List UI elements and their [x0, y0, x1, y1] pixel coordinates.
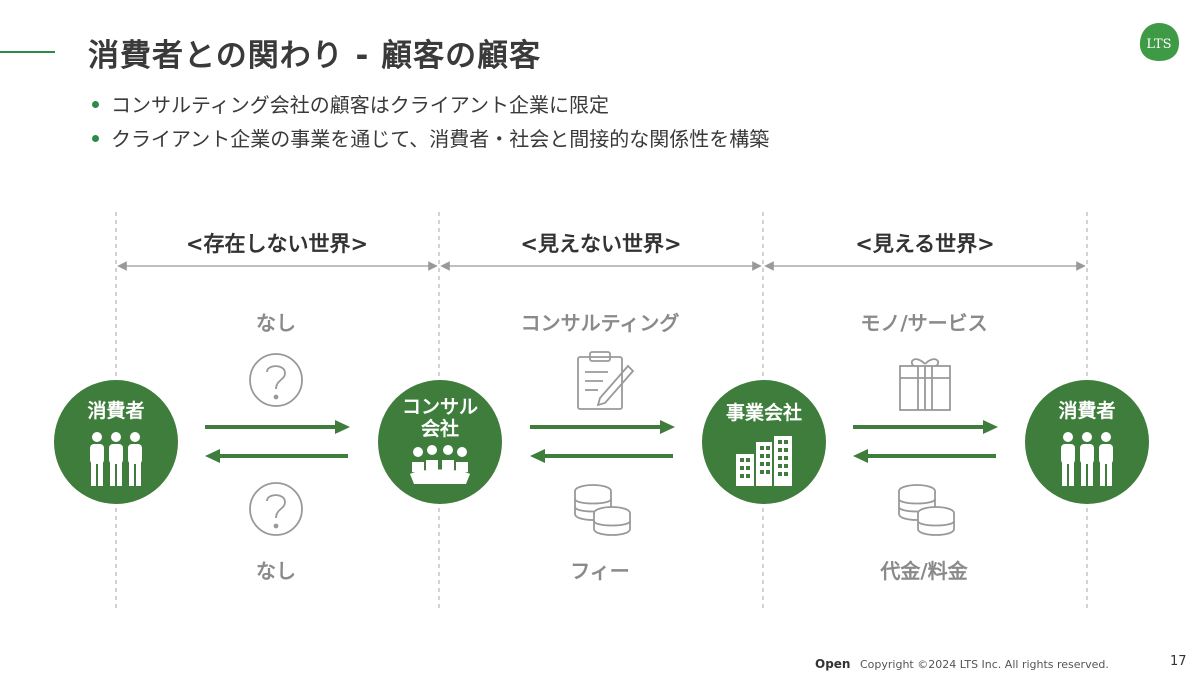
- coins-icon: [574, 484, 631, 536]
- gift-icon: [899, 358, 951, 411]
- lts-logo: LTS: [1139, 23, 1179, 61]
- node-consumer-left: 消費者: [54, 380, 178, 504]
- bullet-text: クライアント企業の事業を通じて、消費者・社会と間接的な関係性を構築: [111, 127, 770, 151]
- page-title: 消費者との関わり - 顧客の顧客: [88, 38, 542, 74]
- people-icon: [1061, 432, 1113, 486]
- node-label: コンサル: [401, 396, 478, 418]
- node-label: 事業会社: [725, 402, 802, 424]
- flow-arrow-left: [853, 449, 996, 463]
- node-business-company: 事業会社: [702, 380, 826, 504]
- flow-arrow-right: [853, 420, 998, 434]
- bullet-dot-icon: [92, 101, 99, 108]
- top-label: コンサルティング: [520, 311, 680, 335]
- section-title-invisible-world: <見えない世界>: [520, 232, 682, 256]
- flow-arrow-left: [205, 449, 348, 463]
- question-icon: [249, 353, 303, 407]
- logo-text: LTS: [1146, 37, 1171, 52]
- node-label: 会社: [420, 418, 459, 440]
- node-consumer-right: 消費者: [1025, 380, 1149, 504]
- top-label: モノ/サービス: [860, 311, 988, 335]
- bullet-text: コンサルティング会社の顧客はクライアント企業に限定: [111, 93, 609, 117]
- section-title-visible-world: <見える世界>: [855, 232, 995, 256]
- clipboard-icon: [577, 351, 635, 410]
- top-label: なし: [256, 311, 296, 335]
- node-label: 消費者: [1058, 400, 1116, 422]
- footer-classification: Open: [815, 657, 851, 671]
- bottom-label: フィー: [570, 559, 630, 583]
- footer-copyright: Copyright ©2024 LTS Inc. All rights rese…: [860, 658, 1109, 671]
- flow-arrow-right: [205, 420, 350, 434]
- bottom-label: 代金/料金: [880, 559, 968, 583]
- meeting-icon: [410, 445, 470, 484]
- bullet-dot-icon: [92, 135, 99, 142]
- title-accent-line: [0, 51, 55, 53]
- people-icon: [90, 432, 142, 486]
- buildings-icon: [736, 436, 792, 486]
- page-number: 17: [1170, 654, 1187, 669]
- node-consulting-firm: コンサル 会社: [378, 380, 502, 504]
- bottom-label: なし: [256, 559, 296, 583]
- flow-arrow-right: [530, 420, 675, 434]
- node-label: 消費者: [87, 400, 145, 422]
- question-icon: [249, 482, 303, 536]
- section-dividers: [115, 212, 1088, 612]
- flow-arrow-left: [530, 449, 673, 463]
- bullet-item: クライアント企業の事業を通じて、消費者・社会と間接的な関係性を構築: [92, 123, 769, 152]
- section-title-nonexistent-world: <存在しない世界>: [185, 232, 369, 256]
- bullet-item: コンサルティング会社の顧客はクライアント企業に限定: [92, 89, 609, 118]
- coins-icon: [898, 484, 955, 536]
